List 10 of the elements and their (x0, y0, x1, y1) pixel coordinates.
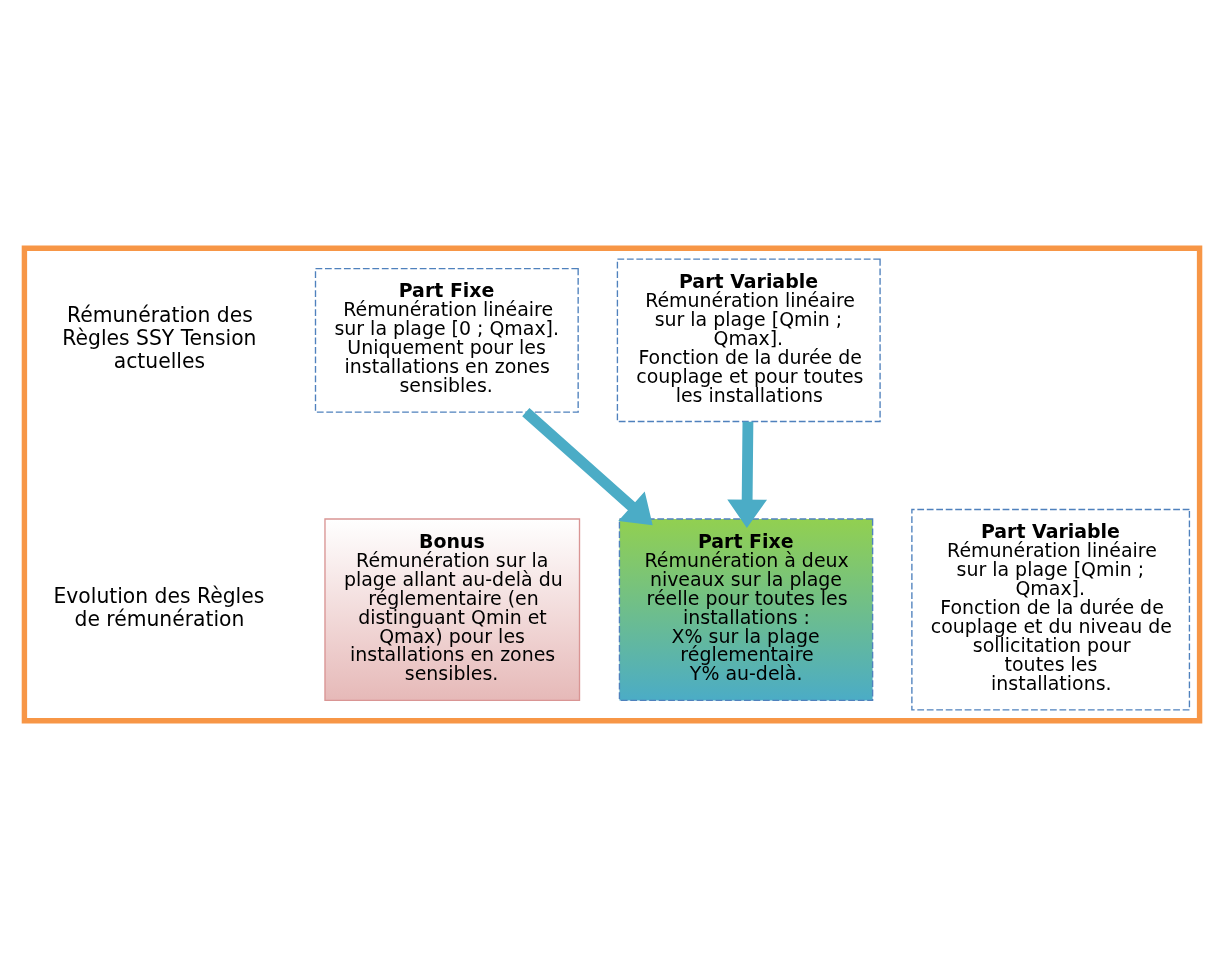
node-box: Bonus Rémunération sur la plage allant au-delà du réglementaire (en distinguant Qmin et Qmax) pour les installations en zones sensibles. (324, 518, 581, 702)
node-box: Part Fixe Rémunération linéaire sur la plage [0 ; Qmax]. Uniquement pour les installations en zones sensibles. (314, 267, 579, 413)
label: Evolution des Règles de rémunération (53, 583, 265, 631)
arrow (727, 421, 767, 529)
node-box: Part Variable Rémunération linéaire sur la plage [Qmin ; Qmax]. Fonction de la durée de couplage et pour toutes les installations (616, 258, 881, 423)
arrow (522, 408, 653, 526)
label: Rémunération des Règles SSY Tension actuelles (62, 303, 257, 374)
cluster (21, 245, 1203, 724)
node-box: Part Variable Rémunération linéaire sur la plage [Qmin ; Qmax]. Fonction de la durée de couplage et du niveau de sollicitation pour toutes les installations. (911, 508, 1191, 711)
node-box: Part Fixe Rémunération à deux niveaux sur la plage réelle pour toutes les installations : X% sur la plage réglementaire Y% au-delà. (618, 518, 874, 702)
